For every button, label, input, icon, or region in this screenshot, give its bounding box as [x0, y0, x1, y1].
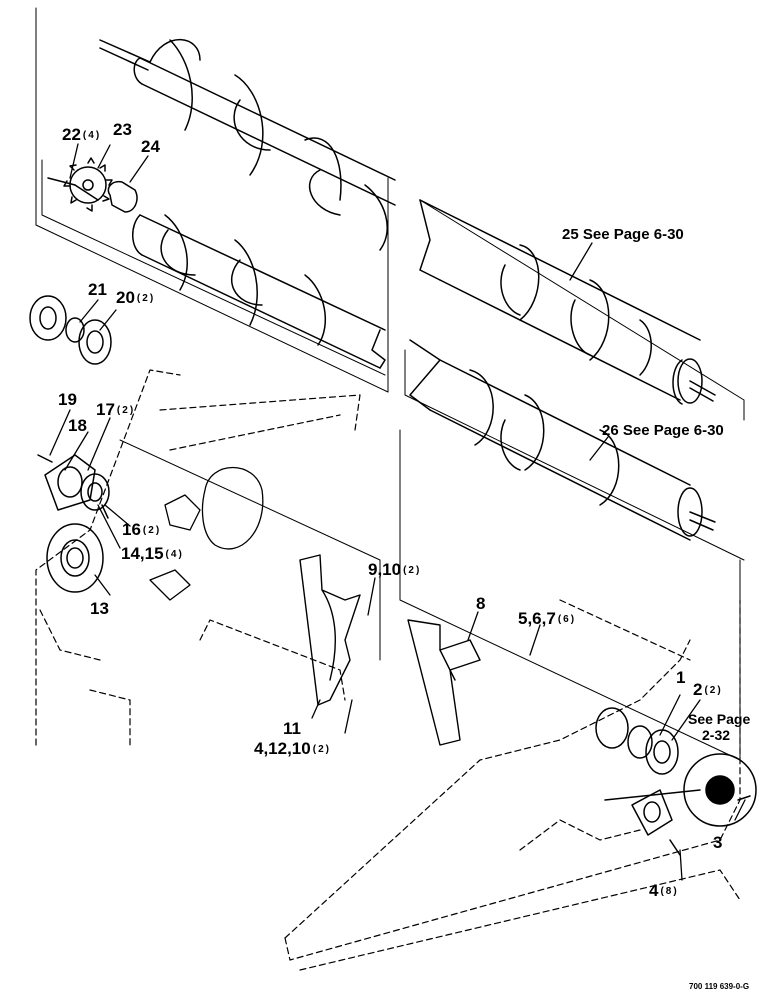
callout-8: 8	[476, 594, 486, 613]
reference-sprocket: See Page 2-32	[688, 711, 750, 743]
drawing-part-number: 700 119 639-0-G	[689, 982, 750, 991]
reference-auger-upper: 25 See Page 6-30	[562, 226, 684, 243]
callout-20-qty: (2)	[136, 293, 156, 304]
right-frame	[284, 599, 741, 971]
stripper-8	[407, 619, 481, 746]
callout-13: 13	[90, 599, 109, 618]
callout-5-6-7: 5,6,7(6)	[518, 610, 576, 627]
callout-4-12-10-qty: (2)	[312, 744, 331, 755]
stripper-11	[299, 554, 361, 706]
callout-5-6-7-number: 5,6,7	[518, 609, 556, 628]
right-bearing-assembly	[595, 707, 757, 856]
bearing-20-21	[29, 295, 112, 365]
leader-lines	[49, 143, 746, 881]
callout-17-qty: (2)	[116, 405, 136, 416]
left-frame-circle	[149, 467, 264, 601]
callout-22-number: 22	[62, 125, 81, 144]
callout-4-12-10-number: 4,12,10	[254, 739, 311, 758]
reference-auger-lower: 26 See Page 6-30	[602, 422, 724, 439]
callout-19: 19	[58, 390, 77, 409]
callout-18: 18	[68, 416, 87, 435]
callout-5-6-7-qty: (6)	[557, 614, 577, 625]
callout-14-15: 14,15(4)	[121, 545, 184, 562]
callout-1: 1	[676, 668, 686, 687]
callout-17: 17(2)	[96, 401, 135, 418]
callout-9-10-number: 9,10	[368, 560, 402, 579]
callout-17-number: 17	[96, 400, 115, 419]
callout-4-qty: (8)	[660, 886, 679, 897]
callout-24: 24	[141, 137, 160, 156]
callout-20: 20(2)	[116, 289, 155, 306]
callout-22: 22(4)	[62, 126, 101, 143]
callout-16-qty: (2)	[142, 525, 162, 536]
callout-16-number: 16	[122, 520, 141, 539]
reference-sprocket-line2: 2-32	[702, 727, 731, 744]
callout-14-15-qty: (4)	[165, 549, 184, 560]
callout-9-10: 9,10(2)	[368, 561, 421, 578]
callout-16: 16(2)	[122, 521, 161, 538]
callout-9-10-qty: (2)	[403, 565, 422, 576]
sprocket-23	[47, 157, 138, 213]
panel-outlines	[35, 7, 745, 761]
callout-4-number: 4	[649, 881, 659, 900]
reference-sprocket-line1: See Page	[688, 711, 751, 727]
callout-23: 23	[113, 120, 132, 139]
callout-4: 4(8)	[649, 882, 679, 899]
callout-11: 11	[283, 719, 301, 738]
callout-2: 2(2)	[693, 681, 723, 698]
callout-2-qty: (2)	[704, 685, 723, 696]
callout-20-number: 20	[116, 288, 135, 307]
callout-4-12-10: 4,12,10(2)	[254, 740, 331, 757]
left-bearing-assembly	[37, 454, 110, 593]
callout-21: 21	[88, 280, 107, 299]
callout-14-15-number: 14,15	[121, 544, 164, 563]
callout-3: 3	[713, 833, 723, 852]
right-auger-lower	[409, 339, 716, 541]
upper-auger-shaft-top	[99, 38, 396, 251]
callout-22-qty: (4)	[82, 130, 102, 141]
right-auger-upper	[419, 199, 716, 405]
lower-left-auger	[132, 214, 386, 369]
callout-2-number: 2	[693, 680, 703, 699]
